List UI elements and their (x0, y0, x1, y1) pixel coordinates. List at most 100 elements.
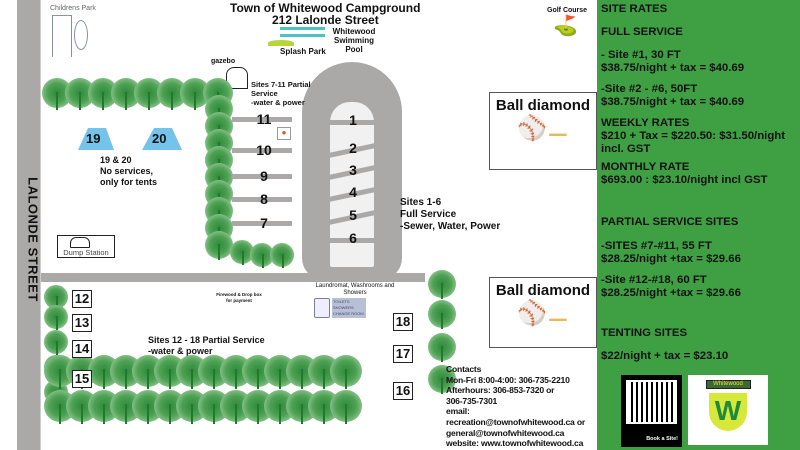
pool-label: Whitewood Swimming Pool (332, 27, 376, 54)
rate-line: - Site #1, 30 FT (601, 49, 681, 61)
lalonde-street-road (17, 0, 40, 450)
rate-monthly: MONTHLY RATE$693.00 : $23.10/night incl … (601, 161, 799, 187)
ball-diamond-label: Ball diamond (495, 282, 591, 299)
site-number-11[interactable]: 11 (256, 111, 272, 127)
email-link[interactable]: general@townofwhitewood.ca (446, 427, 565, 438)
site-number-1[interactable]: 1 (349, 112, 357, 128)
site-number-18[interactable]: 18 (393, 313, 413, 331)
site-number-15[interactable]: 15 (72, 370, 92, 388)
label-line: -Sewer, Water, Power (400, 221, 501, 232)
rate-line: $28.25/night +tax = $29.66 (601, 253, 741, 265)
site-number-10[interactable]: 10 (256, 142, 272, 158)
fire-pit-icon: ● (277, 127, 291, 140)
rate-line: -SITES #7-#11, 55 FT (601, 240, 712, 252)
site-number-3[interactable]: 3 (349, 162, 357, 178)
qr-code[interactable]: Book a Site! (621, 375, 682, 447)
site-pad (232, 148, 292, 153)
label-line: Sites 1-6 (400, 197, 442, 208)
swimmer-icon (280, 27, 325, 37)
site-pad (232, 174, 292, 179)
rate-site2-6: -Site #2 - #6, 50FT$38.75/night + tax = … (601, 83, 799, 109)
sites-12-18-label: Sites 12 - 18 Partial Service -water & p… (148, 335, 265, 357)
rate-line: MONTHLY RATE (601, 161, 690, 173)
gazebo-icon (226, 67, 248, 89)
tree-icon (428, 270, 456, 300)
site-number-9[interactable]: 9 (260, 168, 268, 184)
site-pad (232, 197, 292, 202)
tent-site-20[interactable]: 20 (142, 128, 182, 150)
rate-sites12-18: -Site #12-#18, 60 FT$28.25/night +tax = … (601, 274, 799, 300)
border-line (40, 0, 41, 450)
firewood-drop-box-label: Firewood & Drop box for payment (216, 292, 262, 303)
swing-icon (52, 15, 72, 57)
site-number-8[interactable]: 8 (260, 191, 268, 207)
washer-icon (314, 298, 330, 318)
email-link[interactable]: recreation@townofwhitewood.ca or (446, 416, 586, 427)
tree-icon (330, 355, 362, 389)
town-crest-logo: Whitewood W (688, 375, 768, 445)
rate-line: $210 + Tax = $220.50: $31.50/night incl.… (601, 130, 786, 155)
dump-station-label: Dump Station (63, 248, 109, 257)
ball-diamond-top: Ball diamond ⚾⚊ (489, 92, 597, 170)
site-number-14[interactable]: 14 (72, 340, 92, 358)
site-number-16[interactable]: 16 (393, 382, 413, 400)
umbrella-icon (268, 40, 294, 46)
tree-icon (44, 330, 68, 356)
tree-icon (428, 333, 456, 363)
sites-1-6-label: Sites 1-6 Full Service -Sewer, Water, Po… (400, 197, 500, 233)
label-line: No services, (100, 166, 154, 176)
baseball-bat-icon: ⚾⚊ (517, 300, 569, 327)
site-number-5[interactable]: 5 (349, 207, 357, 223)
street-label: LALONDE STREET (25, 177, 41, 302)
tents-note: 19 & 20 No services, only for tents (100, 155, 157, 188)
splash-park-label: Splash Park (280, 47, 326, 56)
site-pad (326, 238, 378, 243)
label-line: -water & power (251, 98, 305, 107)
gazebo-label: gazebo (211, 58, 236, 65)
site-number-13[interactable]: 13 (72, 314, 92, 332)
washroom-sign: TOILETS SHOWERS CHANGE ROOM (332, 298, 366, 318)
contact-line: Afterhours: 306-853-7320 or (446, 385, 555, 396)
site-number-4[interactable]: 4 (349, 184, 357, 200)
tent-site-19[interactable]: 19 (78, 128, 114, 150)
partial-service-heading: PARTIAL SERVICE SITES (601, 216, 739, 228)
sites-7-11-label: Sites 7-11 Partial Service -water & powe… (251, 80, 311, 107)
contact-line: 306-735-7301 (446, 395, 498, 406)
address: 212 Lalonde Street (272, 13, 379, 27)
campground-road (40, 273, 425, 282)
site-number-12[interactable]: 12 (72, 290, 92, 308)
label-line: Sites 12 - 18 Partial Service (148, 335, 265, 345)
site-number-2[interactable]: 2 (349, 140, 357, 156)
site-number-7[interactable]: 7 (260, 215, 268, 231)
full-service-heading: FULL SERVICE (601, 26, 683, 38)
book-a-site-caption: Book a Site! (646, 436, 678, 442)
rate-line: -Site #12-#18, 60 FT (601, 274, 707, 286)
dump-station: Dump Station (57, 235, 115, 258)
contact-line: Mon-Fri 8:00-4:00: 306-735-2210 (446, 374, 570, 385)
site-pad (326, 120, 378, 125)
label-line: only for tents (100, 177, 158, 187)
laundromat-label: Laundromat, Washrooms and Showers (315, 283, 395, 296)
site-number-17[interactable]: 17 (393, 345, 413, 363)
label-line: -water & power (148, 346, 213, 356)
rate-line: $693.00 : $23.10/night incl GST (601, 174, 768, 186)
tent-rate: $22/night + tax = $23.10 (601, 350, 729, 362)
tree-icon (270, 243, 294, 269)
tree-outline-icon (74, 20, 88, 50)
ball-diamond-label: Ball diamond (495, 97, 591, 114)
tent-number: 19 (86, 131, 101, 146)
tree-icon (428, 300, 456, 330)
golfer-icon: ⛳ (553, 15, 578, 37)
website-link[interactable]: website: www.townofwhitewood.ca (446, 438, 584, 449)
crest-banner: Whitewood (705, 380, 751, 389)
label-line: Full Service (400, 209, 457, 220)
site-pad (232, 221, 292, 226)
site-number-6[interactable]: 6 (349, 230, 357, 246)
tree-icon (428, 365, 456, 395)
page-title: Town of Whitewood Campground (230, 1, 421, 15)
tree-icon (44, 305, 68, 331)
sign-line: CHANGE ROOM (333, 311, 364, 316)
rate-sites7-11: -SITES #7-#11, 55 FT$28.25/night +tax = … (601, 240, 799, 266)
label-line: Sites 7-11 Partial (251, 80, 311, 89)
site-pad (232, 117, 292, 122)
